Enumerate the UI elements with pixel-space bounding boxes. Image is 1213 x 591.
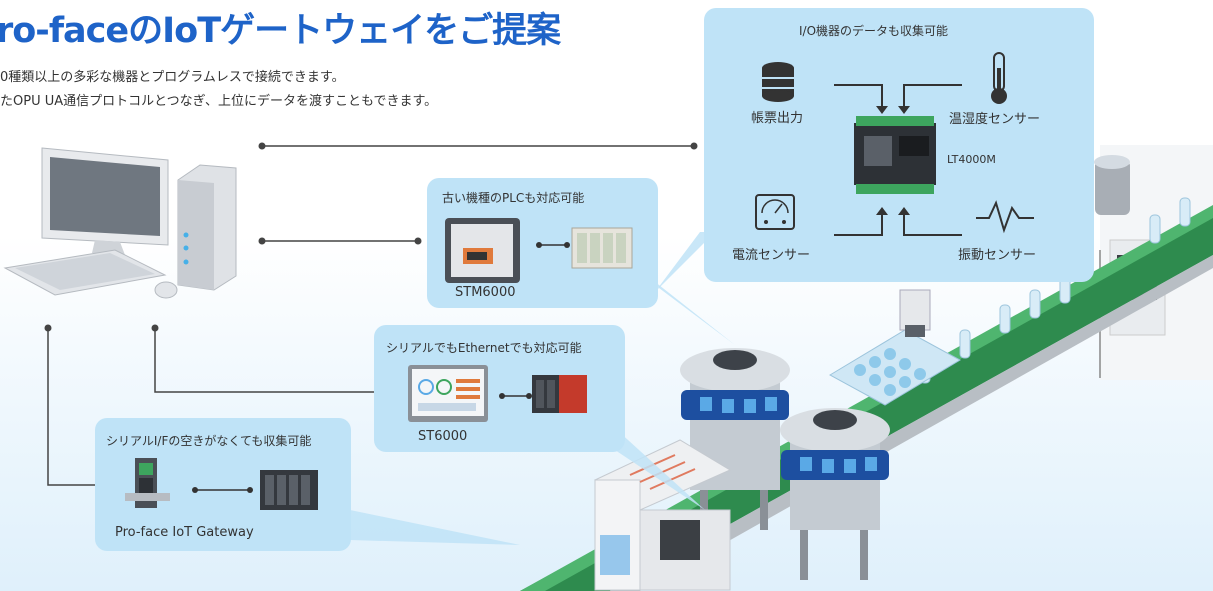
callout-st6000-title: シリアルでもEthernetでも対応可能	[386, 341, 582, 355]
connection-lines	[47, 145, 694, 486]
callout-lt4000m: I/O機器のデータも収集可能	[704, 8, 1094, 282]
stm6000-device	[445, 218, 520, 283]
gateway-diagram	[125, 458, 318, 510]
callout-iot-gateway: シリアルI/Fの空きがなくても収集可能 Pro-face IoT Gateway	[95, 418, 351, 551]
filling-machine-2	[780, 408, 890, 580]
iot-gateway-device	[125, 458, 170, 508]
callout-iot-gateway-title: シリアルI/Fの空きがなくても収集可能	[106, 434, 312, 448]
tank-top	[1094, 155, 1130, 169]
ammeter-icon	[755, 194, 795, 230]
vibration-icon	[976, 200, 1034, 234]
st6000-diagram	[408, 365, 587, 422]
pc-mouse	[154, 281, 178, 299]
robot-gripper	[905, 325, 925, 337]
label-current-sensor: 電流センサー	[732, 248, 811, 263]
crate-bottles	[854, 348, 926, 396]
callout-lt4000m-title: I/O機器のデータも収集可能	[799, 24, 949, 38]
description-line-1: 0種類以上の多彩な機器とプログラムレスで接続できます。	[0, 70, 345, 85]
lt4000m-diagram	[755, 52, 1034, 236]
plc-device-gateway	[260, 470, 318, 510]
robot-arm	[899, 289, 931, 331]
plc-old-device	[571, 227, 633, 269]
stm6000-diagram	[445, 218, 633, 283]
lt4000m-device	[854, 116, 936, 194]
inspection-gate	[593, 439, 732, 591]
callout-pointer-stm6000	[640, 270, 735, 345]
label-stm6000: STM6000	[455, 285, 516, 300]
pc-monitor	[41, 147, 169, 255]
bottle-crate	[828, 329, 962, 406]
label-iot-gateway: Pro-face IoT Gateway	[115, 525, 254, 540]
label-temp-humidity-sensor: 温湿度センサー	[949, 112, 1041, 127]
tank	[1095, 160, 1130, 215]
callout-stm6000-title: 古い機種のPLCも対応可能	[442, 191, 585, 205]
label-st6000: ST6000	[418, 429, 468, 444]
st6000-device	[408, 365, 488, 422]
flow-arrows	[834, 84, 962, 236]
callout-st6000: シリアルでもEthernetでも対応可能 ST6000	[374, 325, 625, 452]
label-report-output: 帳票出力	[751, 111, 804, 126]
label-vibration-sensor: 振動センサー	[958, 248, 1037, 263]
page-title: ro-faceのIoTゲートウェイをご提案	[0, 11, 561, 51]
label-lt4000m: LT4000M	[947, 153, 996, 166]
description-line-2: たOPU UA通信プロトコルとつなぎ、上位にデータを渡すこともできます。	[0, 94, 438, 109]
pc-keyboard	[3, 249, 167, 296]
plc-device	[532, 375, 587, 413]
pc-tower	[177, 164, 237, 291]
database-icon	[762, 62, 794, 102]
connection-dots	[44, 142, 698, 332]
callout-pointer-lt4000	[655, 232, 715, 292]
callout-stm6000: 古い機種のPLCも対応可能 STM6000	[427, 178, 658, 308]
callout-pointer-gateway	[350, 510, 520, 545]
arrow-heads	[876, 106, 910, 215]
thermometer-icon	[991, 52, 1007, 104]
